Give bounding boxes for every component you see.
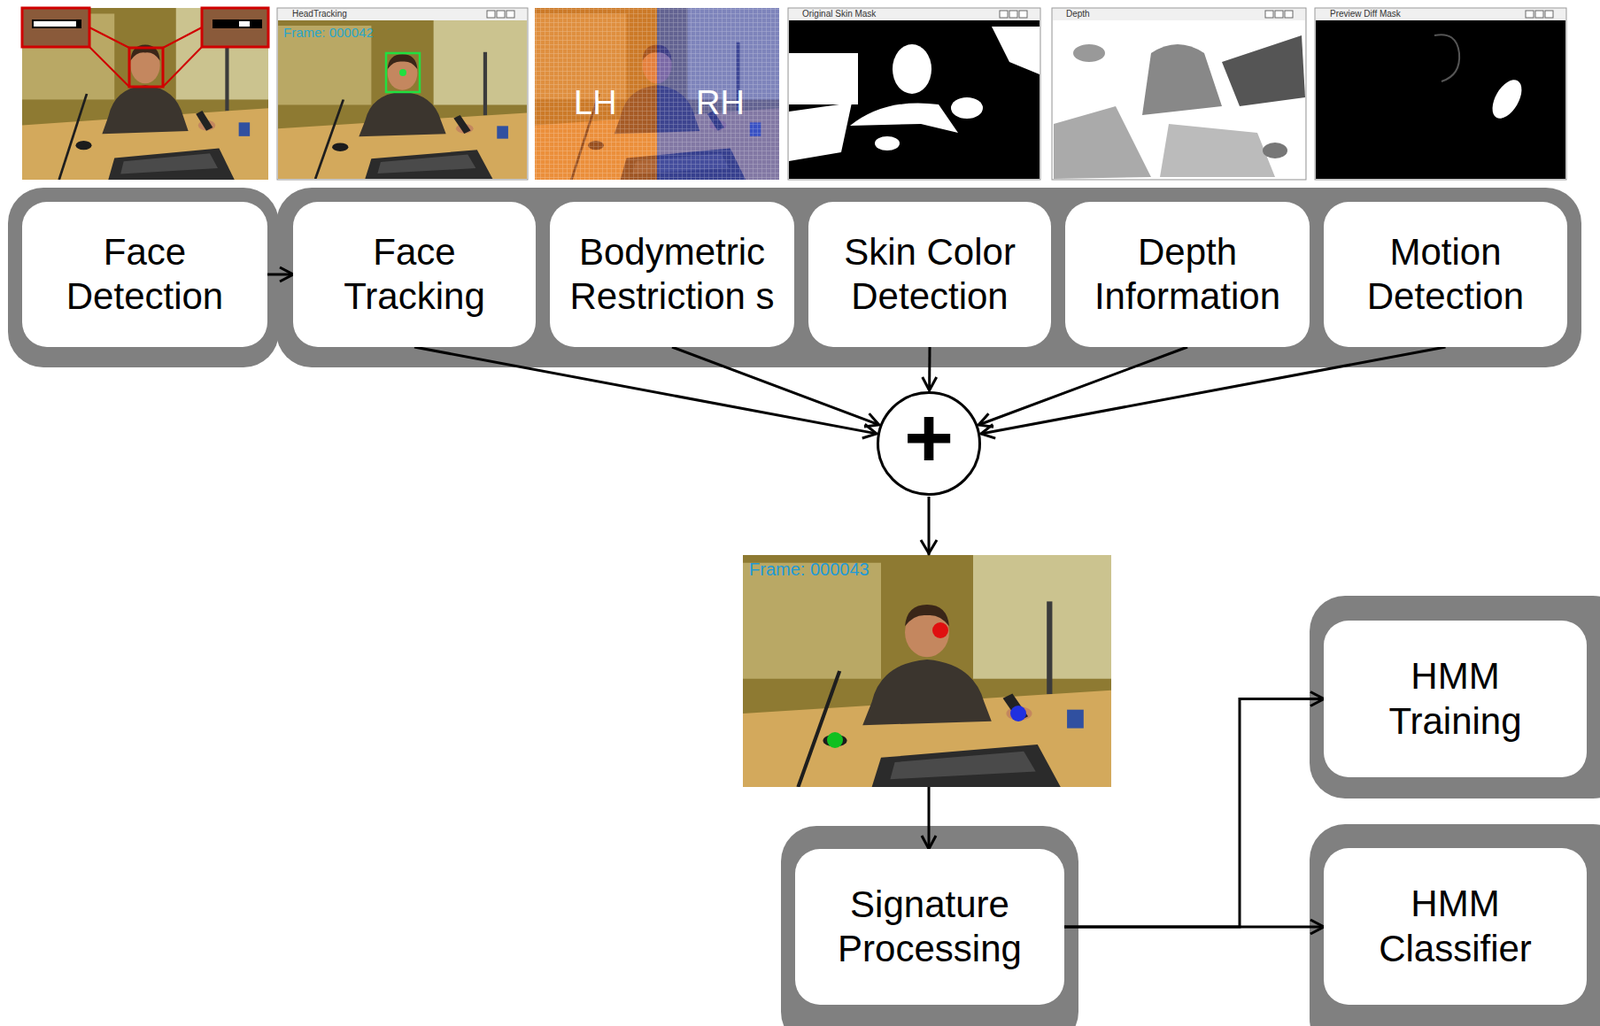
process-box: HMM Classifier <box>1323 848 1587 1005</box>
image-label: Frame: 000042 <box>283 24 374 40</box>
label-holder: Preview Diff Mask <box>1329 7 1401 21</box>
connector-arrow <box>414 347 877 434</box>
connector-arrow <box>927 347 931 391</box>
face-detection-image <box>22 7 269 180</box>
image-label: LH <box>573 84 618 122</box>
bodymetric-image <box>534 7 780 180</box>
tracking-result-image <box>742 555 1112 788</box>
process-box: HMM Training <box>1323 620 1587 778</box>
image-label: HeadTracking <box>292 8 348 19</box>
connector-arrow <box>1064 699 1324 928</box>
connector-arrow <box>1064 926 1324 929</box>
connector-arrow <box>927 496 931 850</box>
image-label: Frame: 000043 <box>749 559 870 580</box>
label-holder: HeadTracking <box>292 7 348 21</box>
label-holder: Original Skin Mask <box>802 7 876 21</box>
box-label: HMM Classifier <box>1350 881 1561 972</box>
gray-bands <box>7 187 1600 1026</box>
box-label: Depth Information <box>1077 230 1298 320</box>
connector-arrow <box>267 273 294 277</box>
box-label: + <box>904 395 954 481</box>
arrow-head <box>920 540 937 554</box>
process-box: Motion Detection <box>1323 201 1568 348</box>
connector-arrow <box>981 347 1446 434</box>
label-holder: Frame: 000043 <box>749 558 870 580</box>
label-holder: Depth <box>1066 7 1090 21</box>
depth-window <box>1051 7 1307 180</box>
image-label: Depth <box>1066 8 1090 19</box>
box-label: Skin Color Detection <box>820 230 1039 320</box>
skin-mask-window <box>788 7 1041 180</box>
process-box: Depth Information <box>1065 201 1310 348</box>
motion-mask-window <box>1314 7 1567 180</box>
image-label: Preview Diff Mask <box>1329 8 1401 19</box>
process-box: Signature Processing <box>795 849 1065 1005</box>
connector-arrow <box>672 347 880 426</box>
process-box: Skin Color Detection <box>808 201 1052 348</box>
sum-circle: + <box>875 390 982 497</box>
connector-arrow <box>978 347 1188 426</box>
image-label: RH <box>695 84 745 122</box>
process-box: Face Detection <box>22 201 268 348</box>
process-box: Face Tracking <box>293 201 536 348</box>
box-label: Motion Detection <box>1336 230 1555 320</box>
label-holder: RH <box>695 83 745 123</box>
label-holder: Frame: 000042 <box>283 24 374 41</box>
box-label: HMM Training <box>1350 654 1561 744</box>
box-label: Face Tracking <box>305 230 524 320</box>
process-box: Bodymetric Restriction s <box>549 201 795 348</box>
box-label: Bodymetric Restriction s <box>562 230 782 320</box>
image-label: Original Skin Mask <box>802 8 876 19</box>
label-holder: LH <box>573 83 618 123</box>
box-label: Signature Processing <box>807 882 1052 973</box>
box-label: Face Detection <box>34 230 256 320</box>
face-tracking-window <box>277 7 528 180</box>
